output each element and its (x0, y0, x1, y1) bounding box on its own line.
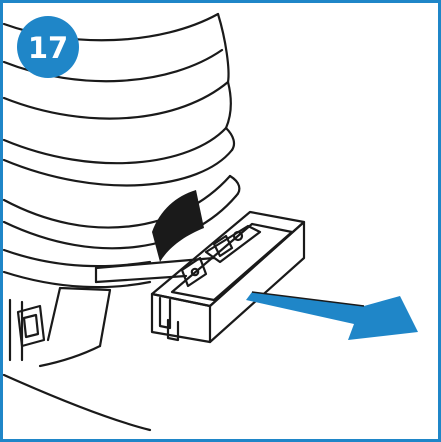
latch-front (180, 256, 208, 288)
base-ring-inner (2, 194, 238, 250)
device-right-edge (216, 12, 230, 84)
recess-shadow (152, 190, 204, 262)
floor-line (2, 373, 152, 432)
step-number: 17 (28, 31, 68, 65)
device-band-4 (2, 126, 228, 165)
device-side-1 (224, 80, 232, 130)
device-band-3 (2, 80, 230, 120)
lower-skirt (2, 248, 152, 268)
device-band-5 (2, 148, 234, 187)
left-slot-inner (22, 313, 40, 339)
latch-hole (190, 267, 200, 277)
drawer-lip (158, 296, 172, 330)
lower-skirt-3 (46, 286, 112, 348)
lower-skirt-4 (38, 344, 102, 368)
latch-pin (232, 230, 244, 242)
latch-tab (212, 234, 234, 258)
lower-skirt-2 (2, 270, 152, 289)
device-side-2 (224, 126, 236, 152)
step-badge-circle (17, 16, 79, 78)
drawer-inner-rim (170, 222, 294, 302)
step-badge: 17 (17, 16, 79, 78)
base-ring-edge (228, 174, 241, 198)
base-ring-outer (2, 174, 232, 229)
arrow-outline-top (251, 291, 365, 307)
pull-direction-arrow (246, 292, 418, 340)
drawer-notch (166, 318, 180, 342)
left-slot (16, 304, 46, 348)
